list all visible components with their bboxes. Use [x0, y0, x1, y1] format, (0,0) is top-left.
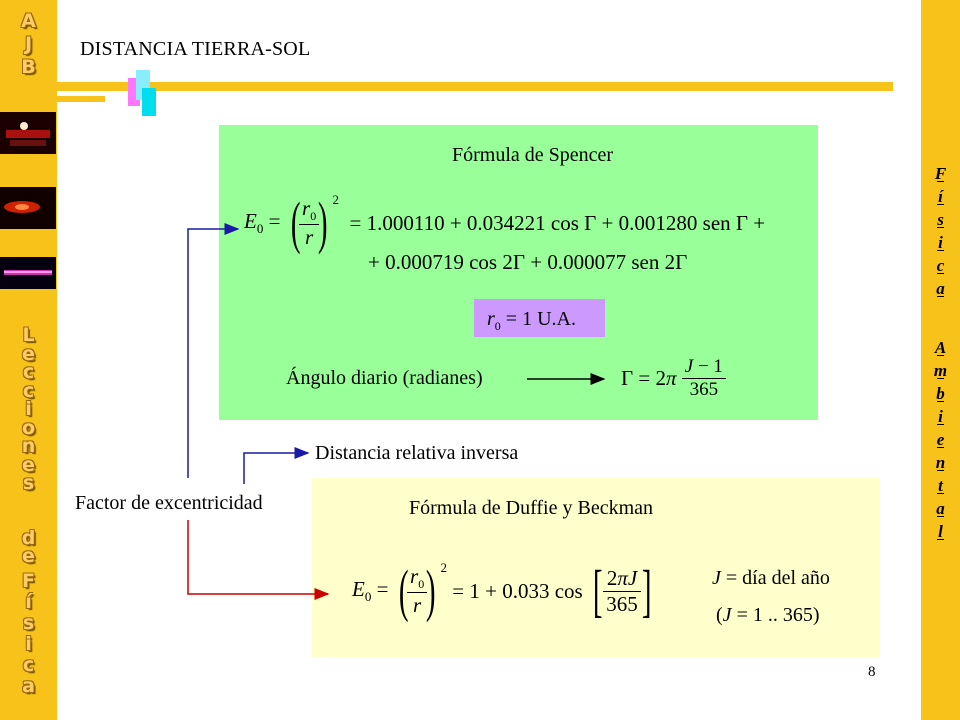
angle-label: Ángulo diario (radianes): [286, 367, 483, 389]
left-sidebar-letter: s: [22, 612, 35, 634]
r0-label: r0 = 1 U.A.: [487, 308, 576, 333]
thumbnail-image-2: [0, 187, 56, 229]
arrow-to-relative-distance: [243, 447, 310, 484]
right-sidebar-letter: F: [921, 164, 960, 183]
thumbnail-image-3: [0, 257, 56, 289]
left-sidebar-letter: B: [21, 56, 36, 78]
right-sidebar-letter: l: [921, 522, 960, 541]
left-sidebar-letter: a: [22, 675, 35, 697]
right-sidebar-letter: c: [921, 256, 960, 275]
j-definition: J = día del año: [712, 567, 830, 589]
left-sidebar-letter: L: [22, 324, 35, 346]
duffie-formula-rest: = 1 + 0.033 cos: [452, 578, 583, 603]
right-sidebar-letter: b: [921, 384, 960, 403]
header-rule-short: [57, 96, 105, 102]
page-number: 8: [868, 664, 876, 680]
left-sidebar-letter: e: [22, 342, 35, 365]
right-sidebar-letter: a: [921, 279, 960, 298]
right-sidebar-letter: a: [921, 499, 960, 518]
right-sidebar-letter: i: [921, 233, 960, 252]
left-sidebar-letter: e: [22, 453, 35, 476]
left-sidebar-letter: s: [22, 472, 35, 494]
spencer-heading: Fórmula de Spencer: [452, 144, 614, 166]
j-definition-text: = día del año: [720, 567, 830, 589]
left-sidebar-letter: c: [22, 379, 35, 402]
duffie-heading: Fórmula de Duffie y Beckman: [409, 497, 654, 519]
right-sidebar-letter: A: [921, 338, 960, 357]
left-sidebar-letter: J: [24, 33, 33, 55]
right-sidebar-letter: i: [921, 407, 960, 426]
right-sidebar-letter: t: [921, 476, 960, 495]
right-sidebar-letter: m: [921, 361, 960, 380]
left-sidebar-letter: d: [21, 527, 36, 549]
header-rule: [57, 82, 893, 91]
left-sidebar-letter: e: [22, 545, 35, 567]
r0-value: = 1 U.A.: [500, 308, 576, 330]
arrow-to-duffie: [187, 520, 330, 600]
j-range-text: = 1 .. 365): [731, 604, 820, 626]
duffie-panel: [312, 478, 880, 657]
left-sidebar-letter: i: [25, 633, 32, 655]
left-sidebar-letter: c: [22, 654, 35, 676]
left-sidebar-letter: c: [22, 361, 35, 383]
eccentricity-label: Factor de excentricidad: [75, 492, 263, 514]
spencer-formula-line2: + 0.000719 cos 2Γ + 0.000077 sen 2Γ: [368, 250, 688, 274]
right-sidebar-letter: e: [921, 430, 960, 449]
page-title: DISTANCIA TIERRA-SOL: [80, 38, 311, 60]
right-sidebar-letter: s: [921, 210, 960, 229]
left-sidebar-letter: o: [21, 416, 36, 439]
left-sidebar-letter: F: [22, 570, 35, 592]
right-sidebar-letter: n: [921, 453, 960, 472]
spencer-panel: [219, 125, 818, 420]
thumbnail-image-1: [0, 112, 56, 154]
left-sidebar-letter: í: [25, 591, 32, 613]
spencer-formula-terms: 1.000110 + 0.034221 cos Γ + 0.001280 sen…: [366, 210, 766, 235]
decor-block-teal: [142, 88, 156, 116]
j-range: (J = 1 .. 365): [716, 604, 820, 626]
right-sidebar-letter: í: [921, 187, 960, 206]
relative-distance-label: Distancia relativa inversa: [315, 442, 519, 464]
arrow-to-spencer: [187, 223, 240, 478]
left-sidebar-letter: i: [25, 398, 32, 420]
r0-box: [474, 299, 605, 337]
left-sidebar-letter: A: [21, 10, 36, 32]
left-sidebar-letter: n: [21, 435, 36, 457]
